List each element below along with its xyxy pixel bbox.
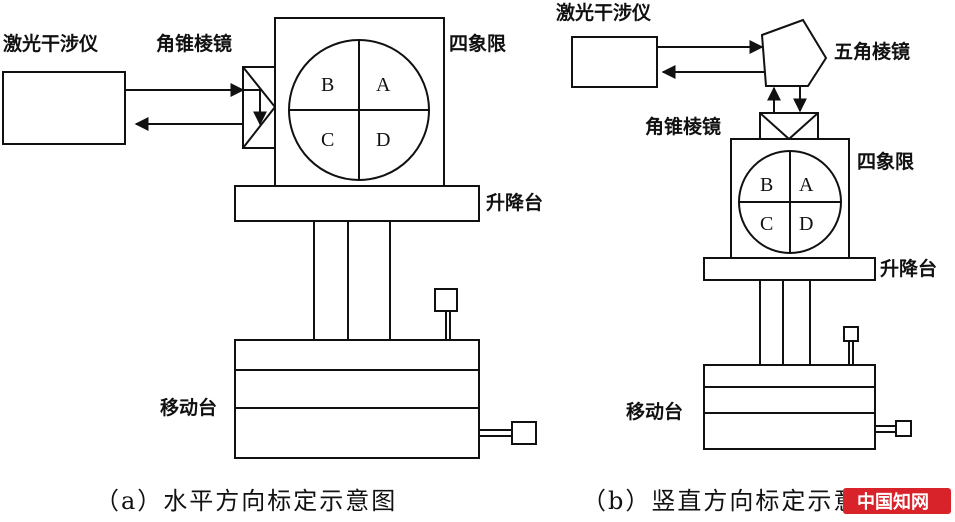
horizontal-knob [895, 420, 912, 437]
watermark: 中国知网 [843, 488, 951, 514]
lift-platform-label: 升降台 [880, 257, 937, 280]
quadrant-d-label: D [799, 213, 813, 235]
corner-cube-label: 角锥棱镜 [156, 32, 232, 55]
quadrant-d-label: D [376, 129, 390, 151]
quadrant-a-label: A [376, 74, 391, 96]
quadrant-a-label: A [799, 174, 814, 196]
quadrant-label: 四象限 [857, 150, 914, 173]
vertical-knob [434, 288, 458, 312]
quadrant-b-label: B [321, 74, 334, 96]
laser-interferometer-box [571, 36, 658, 88]
lift-platform [703, 257, 876, 281]
moving-stage-label: 移动台 [626, 400, 683, 423]
moving-stage-label: 移动台 [160, 396, 217, 419]
horizontal-calibration-panel: 激光干涉仪 角锥棱镜 B A C D 四象限 升降台 移动台 [2, 17, 543, 515]
lift-platform [234, 185, 480, 222]
caption-a: （a）水平方向标定示意图 [95, 487, 397, 515]
watermark-text: 中国知网 [857, 491, 929, 513]
quadrant-b-label: B [760, 174, 773, 196]
laser-interferometer-label: 激光干涉仪 [3, 32, 99, 55]
lift-platform-label: 升降台 [486, 191, 543, 214]
quadrant-c-label: C [760, 213, 773, 235]
quadrant-c-label: C [321, 129, 334, 151]
prism-reflection-path [243, 89, 267, 126]
laser-interferometer-label: 激光干涉仪 [556, 1, 652, 24]
moving-stage [234, 339, 480, 459]
vertical-calibration-panel: 激光干涉仪 五角棱镜 角锥棱镜 B A C D 四象限 升降台 [556, 1, 937, 515]
watermark-badge [843, 488, 951, 514]
caption-b: （b）竖直方向标定示意图 [582, 487, 885, 515]
laser-interferometer-box [2, 71, 126, 145]
penta-prism [760, 18, 828, 87]
horizontal-knob [511, 421, 537, 445]
corner-cube-prism [759, 112, 819, 140]
moving-stage [703, 364, 876, 450]
vertical-knob [843, 326, 859, 342]
quadrant-label: 四象限 [449, 32, 506, 55]
penta-prism-label: 五角棱镜 [834, 40, 910, 63]
corner-cube-label: 角锥棱镜 [645, 115, 721, 138]
